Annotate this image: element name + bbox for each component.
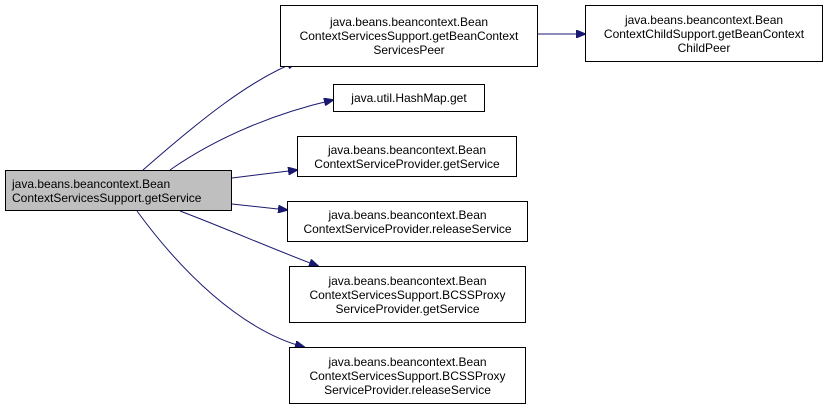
- node-getbeancontextservicespeer[interactable]: java.beans.beancontext.Bean ContextServi…: [280, 5, 538, 67]
- node-label-line: java.beans.beancontext.Bean: [328, 207, 487, 222]
- node-label-line: java.beans.beancontext.Bean: [327, 142, 487, 157]
- node-root-getservice: java.beans.beancontext.Bean ContextServi…: [5, 170, 232, 211]
- node-bcssproxy-getservice[interactable]: java.beans.beancontext.Bean ContextServi…: [289, 266, 526, 323]
- node-label-line: ContextServicesSupport.BCSSProxy: [309, 287, 506, 302]
- edge-root-to-provider-get: [231, 170, 297, 179]
- node-label-line: ContextServicesSupport.getBeanContext: [299, 29, 519, 43]
- node-getbeancontextchildpeer[interactable]: java.beans.beancontext.Bean ContextChild…: [585, 5, 823, 62]
- node-label-line: ChildPeer: [677, 40, 731, 55]
- node-serviceprovider-getservice[interactable]: java.beans.beancontext.Bean ContextServi…: [297, 136, 517, 177]
- node-label-line: ContextServiceProvider.releaseService: [303, 221, 512, 236]
- edge-root-to-proxy-get: [179, 210, 318, 266]
- node-label-line: java.util.HashMap.get: [351, 91, 467, 105]
- edge-root-to-provider-release: [231, 203, 287, 210]
- node-bcssproxy-releaseservice[interactable]: java.beans.beancontext.Bean ContextServi…: [289, 347, 526, 404]
- edge-root-to-proxy-release: [136, 210, 304, 347]
- node-label-line: ServiceProvider.getService: [335, 301, 480, 316]
- node-label-line: ContextServicesSupport.getService: [12, 190, 202, 205]
- node-label-line: ServiceProvider.releaseService: [324, 382, 491, 397]
- node-label-line: java.beans.beancontext.Bean: [329, 15, 489, 29]
- node-label-line: java.beans.beancontext.Bean: [328, 354, 487, 369]
- node-label-line: ContextServicesSupport.BCSSProxy: [309, 368, 506, 383]
- node-serviceprovider-releaseservice[interactable]: java.beans.beancontext.Bean ContextServi…: [287, 201, 528, 242]
- node-label-line: ContextServiceProvider.getService: [314, 156, 500, 171]
- node-label-line: ContextChildSupport.getBeanContext: [603, 26, 805, 41]
- edge-root-to-peer: [142, 62, 296, 171]
- node-label-line: java.beans.beancontext.Bean: [624, 12, 784, 27]
- node-label-line: java.beans.beancontext.Bean: [12, 176, 171, 191]
- node-label-line: ServicesPeer: [373, 43, 445, 57]
- node-label-line: java.beans.beancontext.Bean: [328, 273, 487, 288]
- node-hashmap-get[interactable]: java.util.HashMap.get: [333, 84, 485, 112]
- edge-root-to-hashmap: [169, 100, 333, 171]
